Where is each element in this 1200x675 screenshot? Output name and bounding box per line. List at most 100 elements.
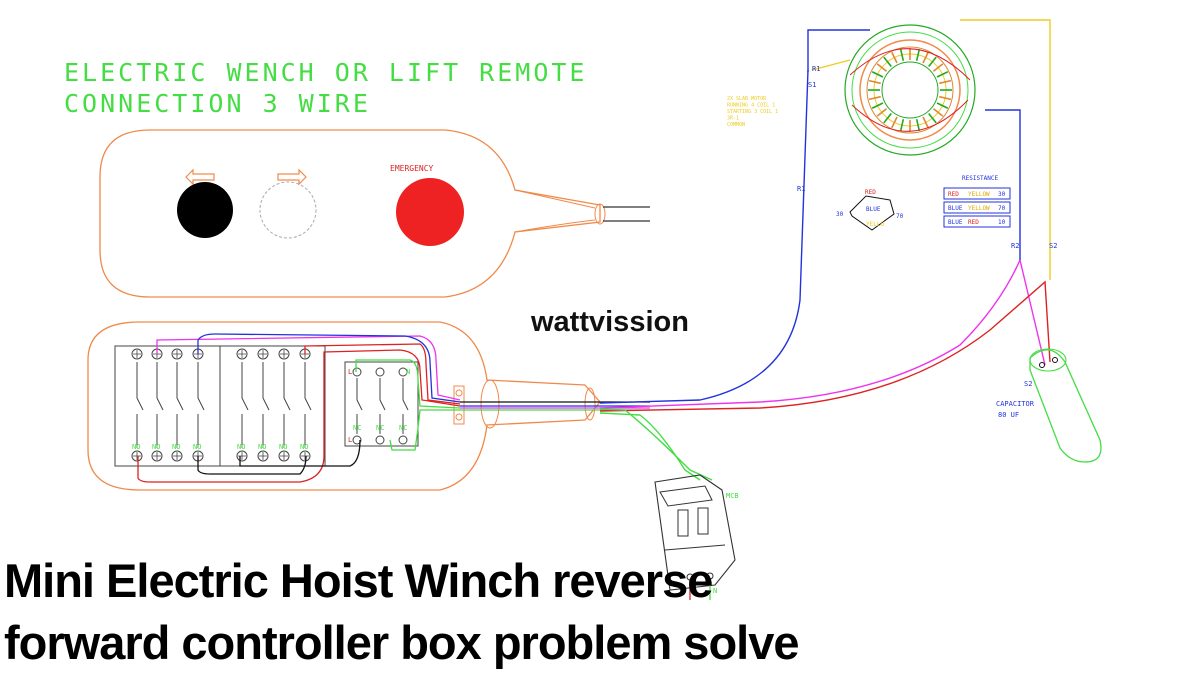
stator-tooth: [891, 116, 898, 129]
wire-label-s2: S2: [1049, 242, 1057, 250]
stator-tooth: [939, 95, 952, 101]
relay-terminal: [398, 367, 408, 377]
terminal-cross: [280, 452, 288, 460]
watermark: wattvission: [530, 306, 689, 338]
relay-terminal: [352, 367, 362, 377]
relay-terminal: [398, 435, 408, 445]
terminal-screw: [171, 450, 183, 462]
heading-line1: ELECTRIC WENCH OR LIFT REMOTE: [64, 58, 588, 87]
caption-line2: forward controller box problem solve: [4, 616, 799, 669]
stator-tooth: [936, 71, 949, 78]
triangle-right-val: 70: [896, 213, 904, 220]
relay-switch: [402, 378, 409, 434]
stator-tooth: [928, 112, 937, 124]
stator-tooth: [922, 51, 929, 64]
relay-line-label: L: [348, 436, 352, 444]
contact-no-label: NO: [279, 443, 287, 451]
stator-tooth: [922, 116, 929, 129]
emergency-button[interactable]: [396, 178, 464, 246]
contact-no-label: NO: [152, 443, 160, 451]
terminal-screw: [278, 348, 290, 360]
motor-note-line: STARTING 3 COIL 1: [727, 109, 778, 115]
terminal-screw: [236, 450, 248, 462]
capacitor-label: CAPACITOR: [996, 400, 1035, 408]
forward-button[interactable]: [259, 181, 317, 239]
terminal-cross: [280, 350, 288, 358]
coil-triangle: RED BLUE YELLO 30 70: [836, 189, 904, 231]
stator-tooth: [936, 102, 949, 109]
stator-tooth: [883, 112, 892, 124]
relay-terminal: [375, 367, 385, 377]
wire-label-r2: R2: [1011, 242, 1019, 250]
terminal-cross: [173, 452, 181, 460]
contact-no-label: NO: [132, 443, 140, 451]
contact-switch: [262, 362, 270, 448]
terminal-screw: [171, 348, 183, 360]
contact-no-label: NO: [258, 443, 266, 451]
terminal-screw: [236, 348, 248, 360]
capacitor-value: 80 UF: [998, 411, 1019, 419]
stator-tooth: [891, 51, 898, 64]
stator-tooth: [932, 63, 944, 72]
stator-tooth: [928, 56, 937, 68]
pendant-remote: EMERGENCY: [99, 129, 650, 298]
terminal-cross: [173, 350, 181, 358]
legend-row-color: RED: [968, 219, 979, 226]
terminal-cross: [153, 452, 161, 460]
triangle-mid: BLUE: [866, 206, 881, 213]
stator-tooth: [915, 119, 921, 132]
terminal-screw: [151, 450, 163, 462]
terminal-screw: [131, 450, 143, 462]
terminal-screw: [257, 348, 269, 360]
stator-tooth: [899, 119, 905, 132]
motor-note-line: 3R-1: [727, 116, 739, 122]
legend-row-color: RED: [948, 191, 959, 198]
contact-switch: [176, 362, 184, 448]
terminal-cross: [133, 350, 141, 358]
triangle-top: RED: [865, 189, 876, 196]
relay-switch: [379, 378, 386, 434]
stator-tooth: [876, 63, 888, 72]
stator-tooth: [871, 102, 884, 109]
relay-terminal: [352, 435, 362, 445]
relay-line-label: N: [406, 368, 410, 376]
stator-tooth: [915, 48, 921, 61]
relay-nc-label: NC: [399, 424, 407, 432]
legend-row-color: YELLOW: [968, 205, 990, 212]
terminal-cross: [259, 350, 267, 358]
stator-tooth: [883, 56, 892, 68]
mcb-n-label: N: [713, 587, 717, 595]
relay-switch: [356, 378, 363, 434]
reverse-button[interactable]: [177, 182, 233, 238]
terminal-screw: [131, 348, 143, 360]
relay-terminal: [375, 435, 385, 445]
contact-no-label: NO: [237, 443, 245, 451]
relay-nc-label: NC: [376, 424, 384, 432]
emergency-label: EMERGENCY: [390, 164, 434, 173]
contact-switch: [304, 362, 312, 448]
right-arrow-icon: [277, 168, 307, 186]
legend-row-color: BLUE: [948, 219, 963, 226]
motor-note-line: 2X SLAB MOTOR: [727, 96, 767, 102]
terminal-screw: [257, 450, 269, 462]
terminal-cross: [301, 452, 309, 460]
contact-no-label: NO: [193, 443, 201, 451]
stator-tooth: [876, 108, 888, 117]
terminal-cross: [259, 452, 267, 460]
heading-line2: CONNECTION 3 WIRE: [64, 89, 371, 118]
stator-tooth: [899, 48, 905, 61]
capacitor-terminal: S2: [1024, 380, 1032, 388]
relay-line-label: L: [348, 368, 352, 376]
stator-tooth: [868, 95, 881, 101]
terminal-cross: [133, 452, 141, 460]
stator-tooth: [871, 71, 884, 78]
terminal-screw: [278, 450, 290, 462]
contact-no-label: NO: [300, 443, 308, 451]
caption-line1: Mini Electric Hoist Winch reverse: [4, 554, 712, 607]
stator-tooth: [939, 79, 952, 85]
field-wiring: [599, 19, 1051, 481]
legend-row-value: 10: [998, 219, 1006, 226]
